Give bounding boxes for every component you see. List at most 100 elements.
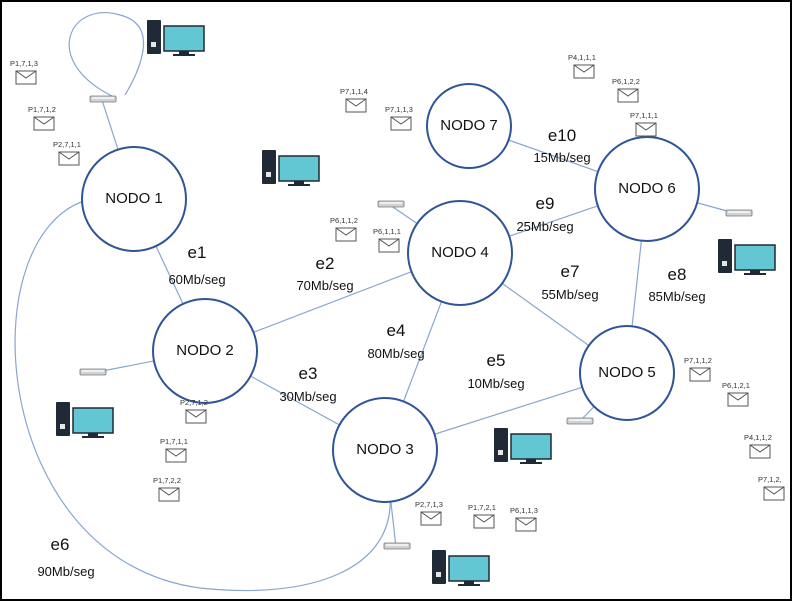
desktop-computer-icon (56, 402, 114, 438)
envelope-icon (763, 486, 785, 501)
packet: P1,7,2,1 (468, 503, 496, 529)
packet-label: P2,7,1,3 (415, 500, 443, 509)
envelope-icon (378, 238, 400, 253)
envelope-icon (165, 448, 187, 463)
packet: P4,1,1,1 (568, 53, 596, 79)
desktop-computer-icon (147, 20, 205, 56)
edge-name: e6 (51, 535, 70, 554)
packet: P1,7,1,2 (28, 105, 56, 131)
packet: P7,1,1,3 (385, 105, 413, 131)
edge-name: e10 (548, 126, 576, 145)
packets-layer: P1,7,1,3P1,7,1,2P2,7,1,1 P7,1,1,4P7,1,1,3… (10, 53, 785, 532)
envelope-icon (689, 367, 711, 382)
node-n6: NODO 6 (594, 136, 700, 242)
packet-label: P7,1,1,4 (340, 87, 368, 96)
packet: P6,1,2,1 (722, 381, 750, 407)
packet-label: P7,1,1,2 (684, 356, 712, 365)
node-n3: NODO 3 (332, 397, 438, 503)
packet: P6,1,1,3 (510, 506, 538, 532)
node-label: NODO 7 (440, 117, 498, 134)
packet: P2,7,1,1 (53, 140, 81, 166)
edge-name: e3 (299, 364, 318, 383)
edge-bandwidth: 90Mb/seg (37, 564, 94, 579)
edge-bandwidth: 80Mb/seg (367, 346, 424, 361)
network-switch-icon (79, 368, 107, 376)
node-label: NODO 6 (618, 180, 676, 197)
edge-bandwidth: 55Mb/seg (541, 287, 598, 302)
edge-name: e8 (668, 265, 687, 284)
packet-label: P6,1,1,2 (330, 216, 358, 225)
node-circle (81, 146, 187, 252)
edge-name: e5 (487, 351, 506, 370)
node-label: NODO 1 (105, 190, 163, 207)
packet-label: P1,7,2,1 (468, 503, 496, 512)
node-circle (407, 200, 513, 306)
packet-label: P2,7,1,1 (53, 140, 81, 149)
packet: P7,1,1,1 (630, 111, 658, 137)
node-circle (426, 83, 512, 169)
packet: P1,7,1,3 (10, 59, 38, 85)
packet: P4,1,1,2 (744, 433, 772, 459)
envelope-icon (573, 64, 595, 79)
packet-label: P6,1,1,3 (510, 506, 538, 515)
edge-name: e9 (536, 194, 555, 213)
packet-label: P4,1,1,2 (744, 433, 772, 442)
node-label: NODO 4 (431, 244, 489, 261)
network-switch-icon (566, 417, 594, 425)
envelope-icon (185, 409, 207, 424)
envelope-icon (58, 151, 80, 166)
packet: P7,1,1,4 (340, 87, 368, 113)
node-circle (152, 298, 258, 404)
envelope-icon (617, 88, 639, 103)
edge-name: e2 (316, 254, 335, 273)
desktop-computer-icon (718, 239, 776, 275)
node-circle (579, 325, 675, 421)
network-switch-icon (89, 95, 117, 103)
edge-label-e8: e8 85Mb/seg (648, 265, 705, 304)
edge-label-e4: e4 80Mb/seg (367, 321, 424, 361)
packet: P6,1,2,2 (612, 77, 640, 103)
edge-label-e6: e6 90Mb/seg (37, 535, 94, 579)
node-n7: NODO 7 (426, 83, 512, 169)
packet-label: P6,1,2,1 (722, 381, 750, 390)
packet-label: P1,7,1,3 (10, 59, 38, 68)
edge-label-e2: e2 70Mb/seg (296, 254, 353, 293)
network-switch-icon (377, 200, 405, 208)
packet: P2,7,1,2 (180, 398, 208, 424)
envelope-icon (420, 511, 442, 526)
edge-name: e4 (387, 321, 406, 340)
packet: P1,7,2,2 (153, 476, 181, 502)
envelope-icon (15, 70, 37, 85)
network-switch-icon (725, 209, 753, 217)
node-label: NODO 3 (356, 441, 414, 458)
envelope-icon (635, 122, 657, 137)
edge-bandwidth: 60Mb/seg (168, 272, 225, 287)
edge-name: e7 (561, 262, 580, 281)
edge-bandwidth: 70Mb/seg (296, 278, 353, 293)
packet-label: P4,1,1,1 (568, 53, 596, 62)
envelope-icon (335, 227, 357, 242)
packet: P6,1,1,2 (330, 216, 358, 242)
desktop-computer-icon (432, 550, 490, 586)
envelope-icon (473, 514, 495, 529)
node-n2: NODO 2 (152, 298, 258, 404)
packet-label: P2,7,1,2 (180, 398, 208, 407)
edge-bandwidth: 10Mb/seg (467, 376, 524, 391)
edge-bandwidth: 85Mb/seg (648, 289, 705, 304)
edge-label-e7: e7 55Mb/seg (541, 262, 598, 302)
self-loop-n1 (68, 12, 145, 97)
packet: P7,1,2, (758, 475, 785, 501)
packet-label: P7,1,1,1 (630, 111, 658, 120)
packet-label: P7,1,1,3 (385, 105, 413, 114)
packet: P7,1,1,2 (684, 356, 712, 382)
envelope-icon (390, 116, 412, 131)
packet-label: P7,1,2, (758, 475, 782, 484)
envelope-icon (727, 392, 749, 407)
